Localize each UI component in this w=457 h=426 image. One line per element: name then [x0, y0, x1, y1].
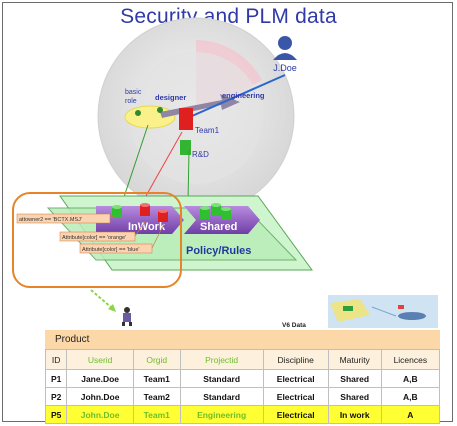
table-cell: P5 — [44, 405, 68, 424]
rule-tag-2: Attribute[color] == 'orange' — [59, 231, 136, 242]
inner-sphere — [130, 52, 262, 184]
engineering-label: engineering — [222, 91, 265, 100]
table-cell: A — [380, 405, 441, 424]
table-cell: P1 — [44, 369, 68, 388]
basic-role-ring — [124, 105, 176, 129]
table-cell: A,B — [380, 387, 441, 406]
column-header: Licences — [380, 349, 441, 370]
table-cell: Standard — [179, 387, 264, 406]
rd-link-line — [187, 149, 190, 204]
table-cell: Shared — [327, 369, 382, 388]
user-figure-icon — [122, 307, 132, 326]
table-cell: Electrical — [262, 369, 329, 388]
role-person-icon — [135, 110, 141, 116]
rule-connector — [109, 214, 117, 219]
basic-role-line-2: role — [125, 98, 137, 105]
table-cell: Standard — [179, 369, 264, 388]
table-cell: Shared — [327, 387, 382, 406]
user-avatar-icon — [273, 36, 297, 60]
table-cell: Jane.Doe — [66, 369, 134, 388]
table-cell: Electrical — [262, 405, 329, 424]
column-header: Discipline — [262, 349, 329, 370]
data-cylinder-icons — [112, 203, 231, 222]
user-link-line — [191, 74, 286, 117]
team-label: Team1 — [195, 126, 220, 135]
basic-role-line-1: basic — [125, 89, 142, 96]
designer-label: designer — [155, 93, 186, 102]
column-header: Orgid — [132, 349, 181, 370]
rule-connector — [151, 223, 165, 249]
table-cell: Team2 — [132, 387, 181, 406]
product-table-title: Product — [45, 330, 440, 349]
column-header: Projectid — [179, 349, 264, 370]
basic-role-label: basic role — [125, 89, 143, 105]
rule-text-1: attowner2 == 'BCTX.MSJ' — [19, 217, 82, 223]
user-name: J.Doe — [273, 63, 297, 73]
column-header: Maturity — [327, 349, 382, 370]
team-link-line — [141, 131, 183, 204]
v6-data-label: V6 Data — [282, 322, 306, 329]
table-cell: In work — [327, 405, 382, 424]
column-header: Userid — [66, 349, 134, 370]
callout-pointer-line — [90, 289, 113, 309]
role-link-line — [121, 124, 149, 204]
security-diagram: J.Doe Team1 R&D basic role designer engi… — [12, 17, 438, 329]
table-cell: Team1 — [132, 369, 181, 388]
inwork-label: InWork — [128, 221, 166, 233]
table-cell: John.Doe — [66, 387, 134, 406]
rule-tag-3: Attribute[color] == 'blue' — [79, 243, 153, 254]
rd-building-icon — [180, 140, 191, 155]
team-building-icon — [179, 108, 193, 130]
callout-pointer-head — [108, 304, 116, 312]
dept-label: R&D — [192, 150, 209, 159]
rule-text-2: Attribute[color] == 'orange' — [62, 235, 126, 241]
v6-data-thumbnail — [328, 295, 438, 328]
policy-rules-label: Policy/Rules — [186, 245, 251, 257]
rule-text-3: Attribute[color] == 'blue' — [82, 247, 139, 253]
table-cell: A,B — [380, 369, 441, 388]
rule-connector — [134, 221, 146, 237]
table-cell: John.Doe — [66, 405, 134, 424]
column-header: ID — [44, 349, 68, 370]
table-cell: Engineering — [179, 405, 264, 424]
rules-callout — [12, 192, 182, 288]
table-cell: Electrical — [262, 387, 329, 406]
role-person-icon — [157, 107, 163, 113]
rule-tag-1: attowner2 == 'BCTX.MSJ' — [16, 213, 111, 224]
table-cell: P2 — [44, 387, 68, 406]
table-cell: Team1 — [132, 405, 181, 424]
shared-label: Shared — [200, 221, 237, 233]
